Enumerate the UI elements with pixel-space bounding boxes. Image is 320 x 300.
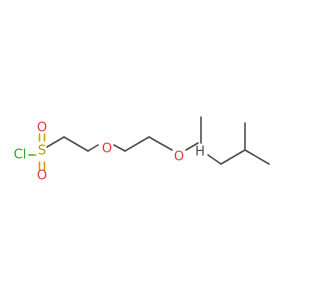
atom-o-ether-2: O xyxy=(174,150,184,165)
bond-c3-c4 xyxy=(124,136,150,152)
bond-s-c1 xyxy=(46,136,65,148)
chemical-structure-diagram: Cl S O O O O H xyxy=(14,116,270,184)
bond-c5-c6 xyxy=(207,154,222,165)
atom-h: H xyxy=(195,145,205,160)
atom-o-ether-1: O xyxy=(102,142,112,157)
atom-cl: Cl xyxy=(14,148,27,163)
atom-o-bottom: O xyxy=(37,169,47,184)
bond-c7-methyl-right xyxy=(244,149,270,165)
bond-c4-o2 xyxy=(148,136,173,151)
atom-s: S xyxy=(38,144,46,159)
bond-c1-c2 xyxy=(63,136,89,152)
atom-o-top: O xyxy=(37,121,47,136)
bond-c6-c7 xyxy=(220,149,246,165)
bond-c2-o1 xyxy=(87,144,99,152)
bond-o1-c3 xyxy=(113,144,126,152)
bond-o2-c5 xyxy=(185,142,199,151)
